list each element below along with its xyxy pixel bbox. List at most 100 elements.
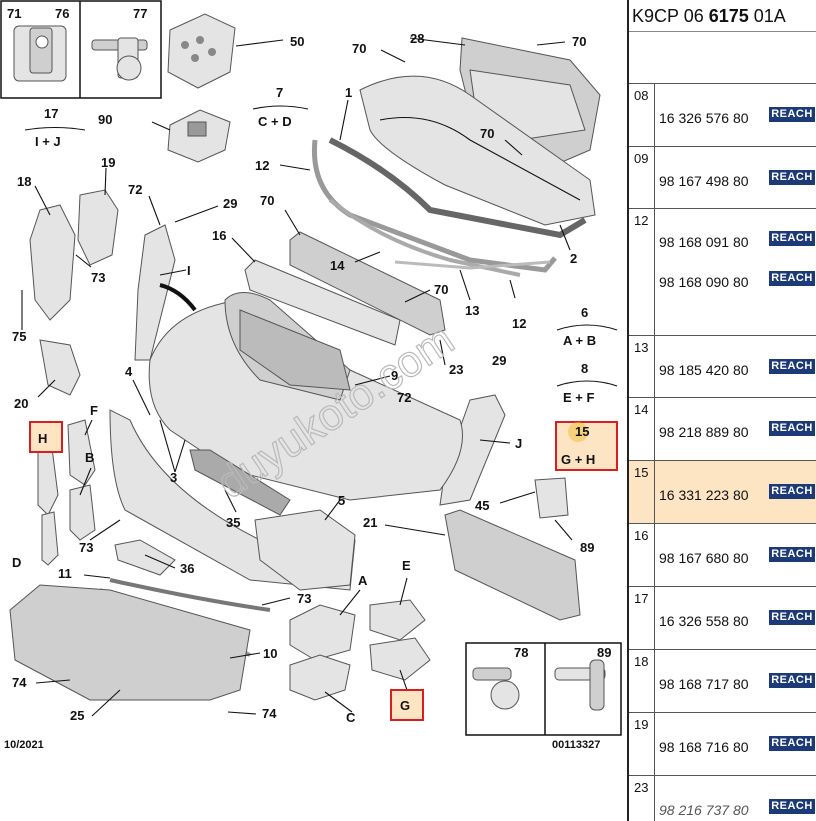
bracket-20[interactable] xyxy=(39,339,81,396)
bezel-E[interactable] xyxy=(369,599,426,641)
part-number[interactable]: 98 185 420 80 xyxy=(659,362,749,378)
reach-badge: REACH xyxy=(769,107,815,122)
label-13: 13 xyxy=(465,303,479,318)
part-number[interactable]: 98 168 716 80 xyxy=(659,739,749,755)
reach-badge: REACH xyxy=(769,547,815,562)
label-29b: 29 xyxy=(492,353,506,368)
fastener-box-78-89[interactable] xyxy=(465,642,622,736)
label-19: 19 xyxy=(101,155,115,170)
part-number[interactable]: 16 326 558 80 xyxy=(659,613,749,629)
label-15: 15 xyxy=(575,424,589,439)
label-72b: 72 xyxy=(397,390,411,405)
label-17-sub: I + J xyxy=(35,134,61,149)
part-number[interactable]: 98 168 090 80 xyxy=(659,274,749,290)
part-index: 09 xyxy=(629,147,655,208)
part-number[interactable]: 98 168 717 80 xyxy=(659,676,749,692)
bracket-H[interactable] xyxy=(37,447,59,516)
strip-11[interactable] xyxy=(109,578,271,612)
reach-badge: REACH xyxy=(769,271,815,286)
grille-9[interactable] xyxy=(239,309,351,391)
bezel-C[interactable] xyxy=(289,654,351,701)
bezel-G[interactable] xyxy=(369,637,431,681)
highlight-box-G[interactable] xyxy=(390,689,424,721)
part-index: 13 xyxy=(629,336,655,397)
label-7-sub: C + D xyxy=(258,114,292,129)
part-index: 23 xyxy=(629,776,655,821)
clip-pack-50[interactable] xyxy=(167,13,236,89)
undertray-25[interactable] xyxy=(9,584,251,701)
part-index: 12 xyxy=(629,209,655,335)
label-70d: 70 xyxy=(260,193,274,208)
label-4: 4 xyxy=(125,364,133,379)
part-number[interactable]: 16 326 576 80 xyxy=(659,110,749,126)
label-70a: 70 xyxy=(352,41,366,56)
label-89a: 89 xyxy=(580,540,594,555)
label-8: 8 xyxy=(581,361,588,376)
clip-pack-90[interactable] xyxy=(167,109,231,163)
part-index: 08 xyxy=(629,84,655,146)
label-28: 28 xyxy=(410,31,424,46)
figure-number: 00113327 xyxy=(552,739,600,751)
impact-absorber-16[interactable] xyxy=(244,259,401,346)
reach-badge: REACH xyxy=(769,799,815,814)
label-74a: 74 xyxy=(12,675,27,690)
part-number[interactable]: 98 168 091 80 xyxy=(659,234,749,250)
label-89b: 89 xyxy=(597,645,611,660)
bracket-F[interactable] xyxy=(67,419,96,486)
part-index: 18 xyxy=(629,650,655,712)
part-number[interactable]: 98 216 737 80 xyxy=(659,802,749,818)
label-73b: 73 xyxy=(79,540,93,555)
bracket-36[interactable] xyxy=(114,539,176,576)
label-9: 9 xyxy=(391,368,398,383)
chrome-strip-13[interactable] xyxy=(394,260,551,270)
grille-1[interactable] xyxy=(359,75,596,226)
bracket-D[interactable] xyxy=(41,511,59,566)
cover-45[interactable] xyxy=(534,477,569,519)
label-45: 45 xyxy=(475,498,489,513)
reach-badge: REACH xyxy=(769,170,815,185)
reinforcement-beam[interactable] xyxy=(289,231,446,336)
bezel-A[interactable] xyxy=(289,604,356,661)
label-D: D xyxy=(12,555,21,570)
label-72a: 72 xyxy=(128,182,142,197)
label-70b: 70 xyxy=(572,34,586,49)
chrome-strip-12-upper[interactable] xyxy=(311,139,557,273)
label-3: 3 xyxy=(170,470,177,485)
part-number[interactable]: 98 167 680 80 xyxy=(659,550,749,566)
label-6-sub: A + B xyxy=(563,333,596,348)
label-23: 23 xyxy=(449,362,463,377)
label-C: C xyxy=(346,710,356,725)
label-I: I xyxy=(187,263,191,278)
part-number[interactable]: 16 331 223 80 xyxy=(659,487,749,503)
reach-badge: REACH xyxy=(769,484,815,499)
bracket-B[interactable] xyxy=(69,484,96,541)
part-number[interactable]: 98 218 889 80 xyxy=(659,424,749,440)
label-16: 16 xyxy=(212,228,226,243)
label-18: 18 xyxy=(17,174,31,189)
bracket-18[interactable] xyxy=(29,204,76,321)
fastener-box-71-76-77[interactable] xyxy=(0,0,162,99)
grille-insert-35[interactable] xyxy=(189,449,291,516)
bracket-19[interactable] xyxy=(77,189,119,266)
label-12a: 12 xyxy=(255,158,269,173)
highlight-box-H[interactable] xyxy=(29,421,63,453)
label-7: 7 xyxy=(276,85,283,100)
chrome-strip-14[interactable] xyxy=(328,198,521,277)
grille-21[interactable] xyxy=(444,509,581,621)
part-number[interactable]: 98 167 498 80 xyxy=(659,173,749,189)
chrome-strip-2[interactable] xyxy=(328,137,587,239)
trim-5[interactable] xyxy=(254,509,356,591)
label-8-sub: E + F xyxy=(563,390,594,405)
